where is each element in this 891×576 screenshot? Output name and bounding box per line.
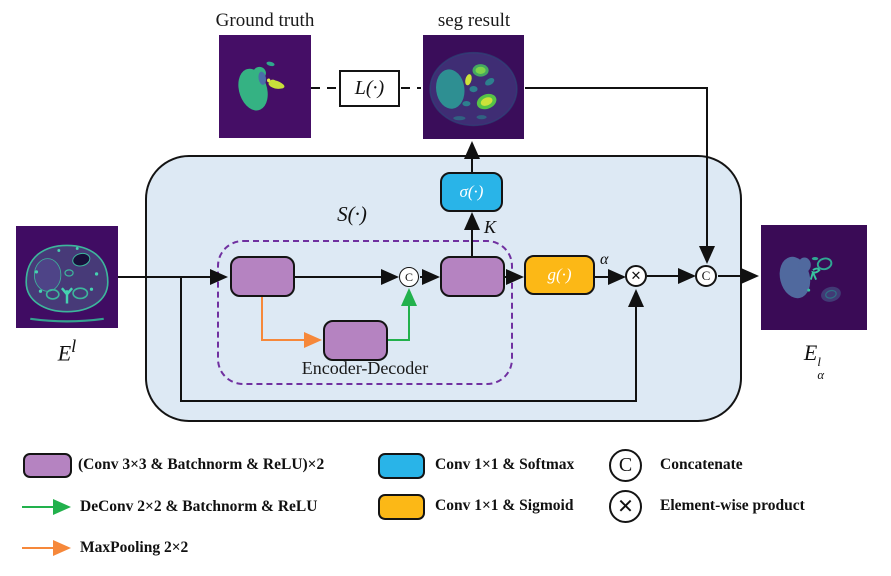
legend-maxpool-label: MaxPooling 2×2: [80, 539, 189, 556]
decoder-conv-block: [440, 256, 505, 297]
k-label: K: [484, 217, 497, 237]
gating-node: g(·): [524, 255, 595, 295]
legend-softmax-label: Conv 1×1 & Softmax: [435, 456, 575, 473]
seg-result-label: seg result: [437, 10, 511, 31]
concat-icon: C: [399, 267, 419, 287]
encoder-conv-block-1: [230, 256, 295, 297]
ground-truth-image: [219, 35, 311, 138]
legend-softmax-swatch: [378, 453, 425, 479]
legend-multiply-label: Element-wise product: [660, 497, 805, 514]
multiply-icon: ✕: [625, 265, 647, 287]
legend-conv-label: (Conv 3×3 & Batchnorm & ReLU)×2: [78, 456, 325, 473]
legend-concat-icon: C: [609, 449, 642, 482]
encoder-conv-block-2: [323, 320, 388, 361]
legend-conv-swatch: [23, 453, 72, 478]
legend-concat-label: Concatenate: [660, 456, 743, 473]
input-feature-image: [16, 226, 118, 328]
encoder-decoder-label: Encoder-Decoder: [301, 358, 429, 378]
loss-node: L(·): [339, 70, 400, 107]
seg-result-image: [423, 35, 524, 139]
output-feature-image: [761, 225, 867, 330]
softmax-node: σ(·): [440, 172, 503, 212]
alpha-label: α: [600, 251, 609, 268]
s-function-label: S(·): [337, 202, 367, 226]
legend-deconv-label: DeConv 2×2 & Batchnorm & ReLU: [80, 498, 318, 515]
ground-truth-label: Ground truth: [215, 10, 315, 31]
legend-multiply-icon: ✕: [609, 490, 642, 523]
legend-sigmoid-label: Conv 1×1 & Sigmoid: [435, 497, 574, 514]
concat-output-icon: C: [695, 265, 717, 287]
legend-sigmoid-swatch: [378, 494, 425, 520]
input-label: El: [57, 336, 77, 366]
